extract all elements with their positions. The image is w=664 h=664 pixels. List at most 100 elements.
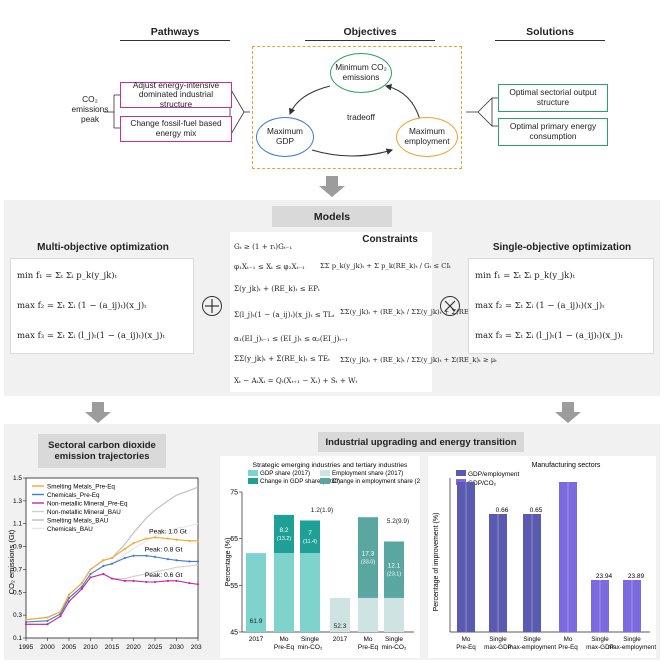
constraints-box bbox=[230, 232, 432, 392]
bar1-value-label: 5.2(9.9) bbox=[387, 518, 409, 525]
series-point bbox=[188, 560, 191, 563]
bar1-legend-swatch bbox=[320, 470, 330, 476]
line-ytick-label: 1.5 bbox=[13, 475, 22, 482]
series-point bbox=[46, 616, 49, 619]
line-ytick-label: 0.7 bbox=[13, 566, 22, 573]
bar1-value-label: 8.2 bbox=[279, 527, 288, 534]
multi-objective-equations: min f₁ = Σₜ Σᵢ p_k(y_jk)ₜ max f₂ = Σₜ Σᵢ… bbox=[10, 258, 194, 354]
series-point bbox=[175, 538, 178, 541]
series-point bbox=[67, 593, 71, 596]
bar1-category-label: Pre-Eq bbox=[358, 644, 379, 651]
bar1-value-label: 52.3 bbox=[334, 623, 347, 630]
bar2-legend-swatch bbox=[456, 470, 466, 476]
series-point bbox=[145, 580, 148, 584]
min-co2-objective: Minimum CO₂ emissions bbox=[330, 53, 392, 93]
solution-energy-consumption-box: Optimal primary energy consumption bbox=[498, 118, 608, 146]
line-xtick-label: 2030 bbox=[169, 644, 184, 651]
bar1-legend-label: Change in employment share (2030) bbox=[332, 478, 420, 485]
emp-mo-change-bar bbox=[358, 517, 378, 598]
bar2-legend-label: GDP/employment bbox=[468, 471, 519, 478]
pathway-connectors bbox=[104, 86, 498, 138]
oplus-symbol bbox=[202, 296, 222, 316]
bar2-category-label: Single bbox=[523, 636, 541, 643]
gdp-single-base-bar bbox=[300, 553, 320, 632]
series-point bbox=[59, 610, 62, 613]
series-point bbox=[188, 582, 191, 585]
legend-label: Smelting Metals_BAU bbox=[47, 517, 109, 524]
objectives-header: Objectives bbox=[343, 26, 397, 38]
bar1-legend-label: Employment share (2017) bbox=[332, 470, 403, 477]
series-point bbox=[24, 623, 28, 626]
constraints-title: Constraints bbox=[362, 234, 418, 245]
series-point bbox=[166, 537, 169, 540]
bar2-category-label: Pre-Eq bbox=[558, 644, 578, 651]
line-xtick-label: 2005 bbox=[62, 644, 77, 651]
bar1-value-label: 12.1 bbox=[388, 563, 401, 570]
bar2-category-label: Single bbox=[591, 636, 609, 643]
series-point bbox=[67, 596, 71, 600]
line-ytick-label: 0.3 bbox=[13, 612, 22, 619]
bar1-ytick-label: 55 bbox=[230, 583, 238, 590]
bar2-category-label: max-employment bbox=[608, 644, 656, 651]
series-point bbox=[102, 559, 105, 562]
series-point bbox=[153, 536, 157, 539]
constraint-9: ΣΣ(y_jk)ₜ + (RE_k)ₜ / ΣΣ(y_jk)ₜ + Σ(RE_k… bbox=[340, 308, 497, 316]
bar1-value-label: (11.4) bbox=[303, 539, 317, 545]
constraint-2: φ₁Xₜ₋₁ ≤ Xₜ ≤ φ₂Xₜ₋₁ bbox=[234, 262, 306, 271]
series-point bbox=[132, 554, 135, 557]
bar1-category-label: 2017 bbox=[249, 636, 264, 643]
single-f3: max f₃ = Σₜ Σᵢ (l_j)ₜ(1 − (a_ij)ₜ)(x_j)ₜ bbox=[475, 331, 623, 341]
line-xtick-label: 2000 bbox=[40, 644, 55, 651]
series-point bbox=[24, 618, 28, 621]
down-arrow-right bbox=[555, 402, 581, 423]
bar2-value-label: 0.66 bbox=[496, 507, 509, 514]
series-point bbox=[123, 547, 126, 550]
manufacturing-sectors-chart: Manufacturing sectors Percentage of impr… bbox=[433, 462, 656, 651]
bar1-legend-swatch bbox=[248, 478, 258, 484]
otimes-symbol bbox=[440, 296, 460, 316]
bar1-category-label: Mo bbox=[279, 636, 288, 643]
peak-annotation: Peak: 1.0 Gt bbox=[149, 528, 187, 535]
models-title: Models bbox=[272, 206, 392, 227]
line-ytick-label: 0.9 bbox=[13, 544, 22, 551]
series-point bbox=[59, 612, 62, 616]
series-point bbox=[24, 620, 28, 624]
objectives-dashed-frame bbox=[252, 46, 462, 169]
pathway-industrial-structure-box: Adjust energy-intensive dominated indust… bbox=[120, 80, 232, 109]
single-f2: max f₂ = Σₜ Σᵢ (1 − (a_ij)ₜ)(x_j)ₜ bbox=[475, 301, 605, 311]
series-point bbox=[67, 600, 71, 603]
bar2-category-label: Mo bbox=[564, 636, 573, 643]
strategic-industries-chart: Strategic emerging industries and tertia… bbox=[225, 462, 420, 651]
series-point bbox=[196, 539, 200, 542]
bar1-category-label: min-CO₂ bbox=[382, 644, 407, 651]
series-point bbox=[132, 542, 135, 545]
series-point bbox=[89, 568, 92, 571]
emp-2017-bar bbox=[330, 597, 350, 632]
bar2-category-label: Pre-Eq bbox=[456, 644, 476, 651]
bar1-category-label: 2017 bbox=[333, 636, 348, 643]
legend-label: Non-metallic Mineral_BAU bbox=[47, 509, 121, 516]
bar1-legend-label: GDP share (2017) bbox=[260, 470, 310, 477]
bar2-value-label: 23.94 bbox=[596, 573, 613, 580]
legend-label: Smelting Metals_Pre-Eq bbox=[47, 483, 115, 490]
series-point bbox=[153, 580, 157, 584]
series-point bbox=[110, 556, 114, 560]
bar1-legend-swatch bbox=[248, 470, 258, 476]
line-ylabel: CO₂ emissions (Gt) bbox=[7, 529, 16, 594]
bar2-category-label: Single bbox=[489, 636, 507, 643]
series-point bbox=[59, 615, 62, 618]
constraint-5: α₁(EI_j)ₜ₋₁ ≤ (EI_j)ₜ ≤ α₂(EI_j)ₜ₋₁ bbox=[234, 334, 348, 343]
series-point bbox=[102, 572, 105, 576]
legend-label: Chemicals_BAU bbox=[47, 526, 93, 533]
constraint-4: Σ(l_j)ₜ(1 − (a_ij)ₜ)(x_j)ₜ ≤ TLₜ bbox=[234, 310, 335, 319]
emp-single-base-bar bbox=[384, 597, 404, 632]
down-arrow-left bbox=[85, 402, 111, 423]
series-point bbox=[110, 577, 114, 580]
constraint-3: Σ(y_jk)ₜ + (RE_k)ₜ ≤ EPₜ bbox=[234, 284, 320, 293]
solutions-header: Solutions bbox=[526, 26, 574, 38]
right-panel-title: Industrial upgrading and energy transiti… bbox=[318, 432, 524, 452]
bar2-value-label: 0.65 bbox=[530, 507, 543, 514]
bar1-legend-swatch bbox=[320, 478, 330, 484]
bar1-value-label: (23.1) bbox=[387, 572, 402, 578]
